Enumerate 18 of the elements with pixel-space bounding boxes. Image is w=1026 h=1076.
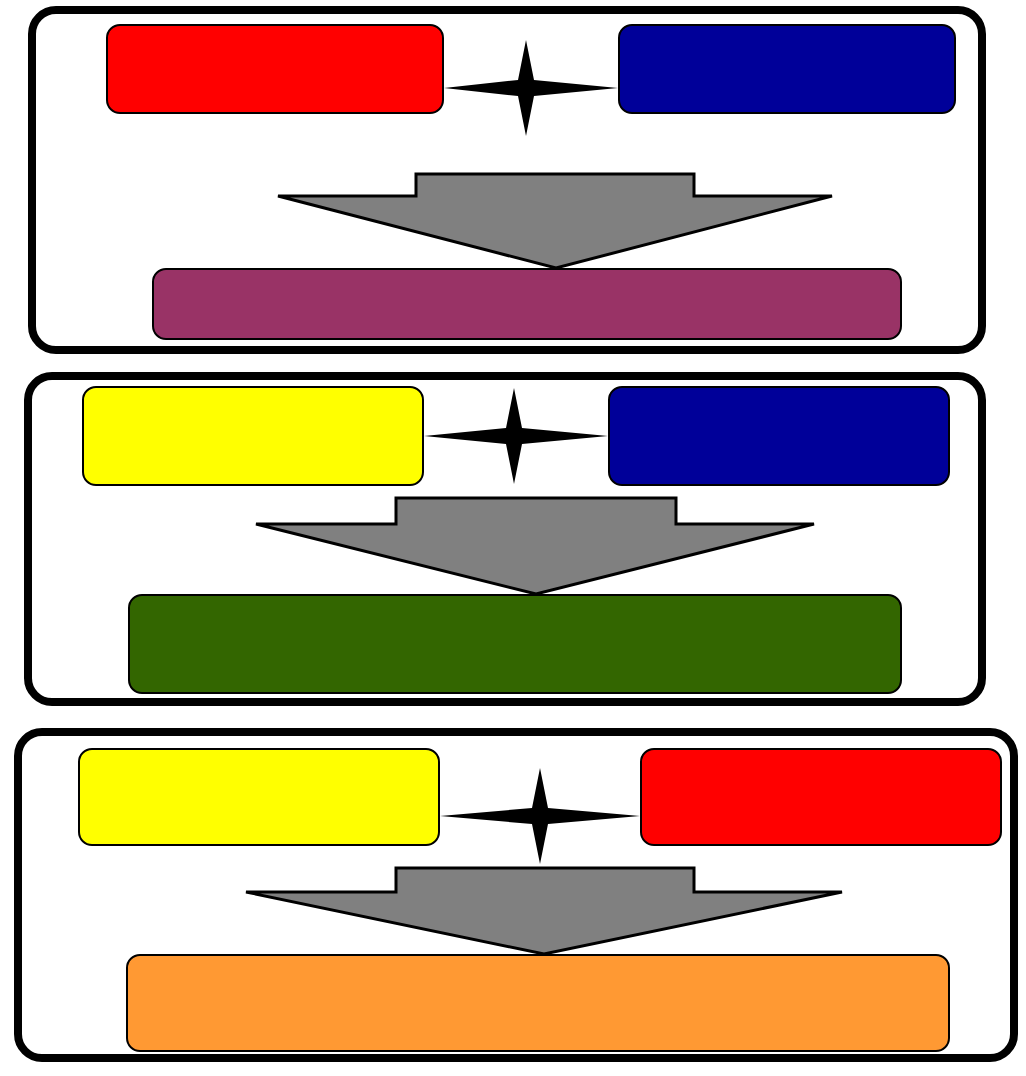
color-box (608, 386, 950, 486)
panel-frame (28, 6, 986, 354)
color-box (106, 24, 444, 114)
panel-frame (14, 728, 1018, 1062)
color-box (78, 748, 440, 846)
panel-frame (24, 372, 986, 706)
block-arrow (276, 172, 834, 270)
plus-connector (440, 768, 640, 864)
color-box (126, 954, 950, 1052)
block-arrow (254, 496, 816, 596)
color-box (640, 748, 1002, 846)
color-box (618, 24, 956, 114)
block-arrow (244, 866, 844, 956)
plus-connector (424, 388, 608, 484)
color-box (128, 594, 902, 694)
color-box (152, 268, 902, 340)
color-box (82, 386, 424, 486)
plus-connector (444, 40, 618, 136)
